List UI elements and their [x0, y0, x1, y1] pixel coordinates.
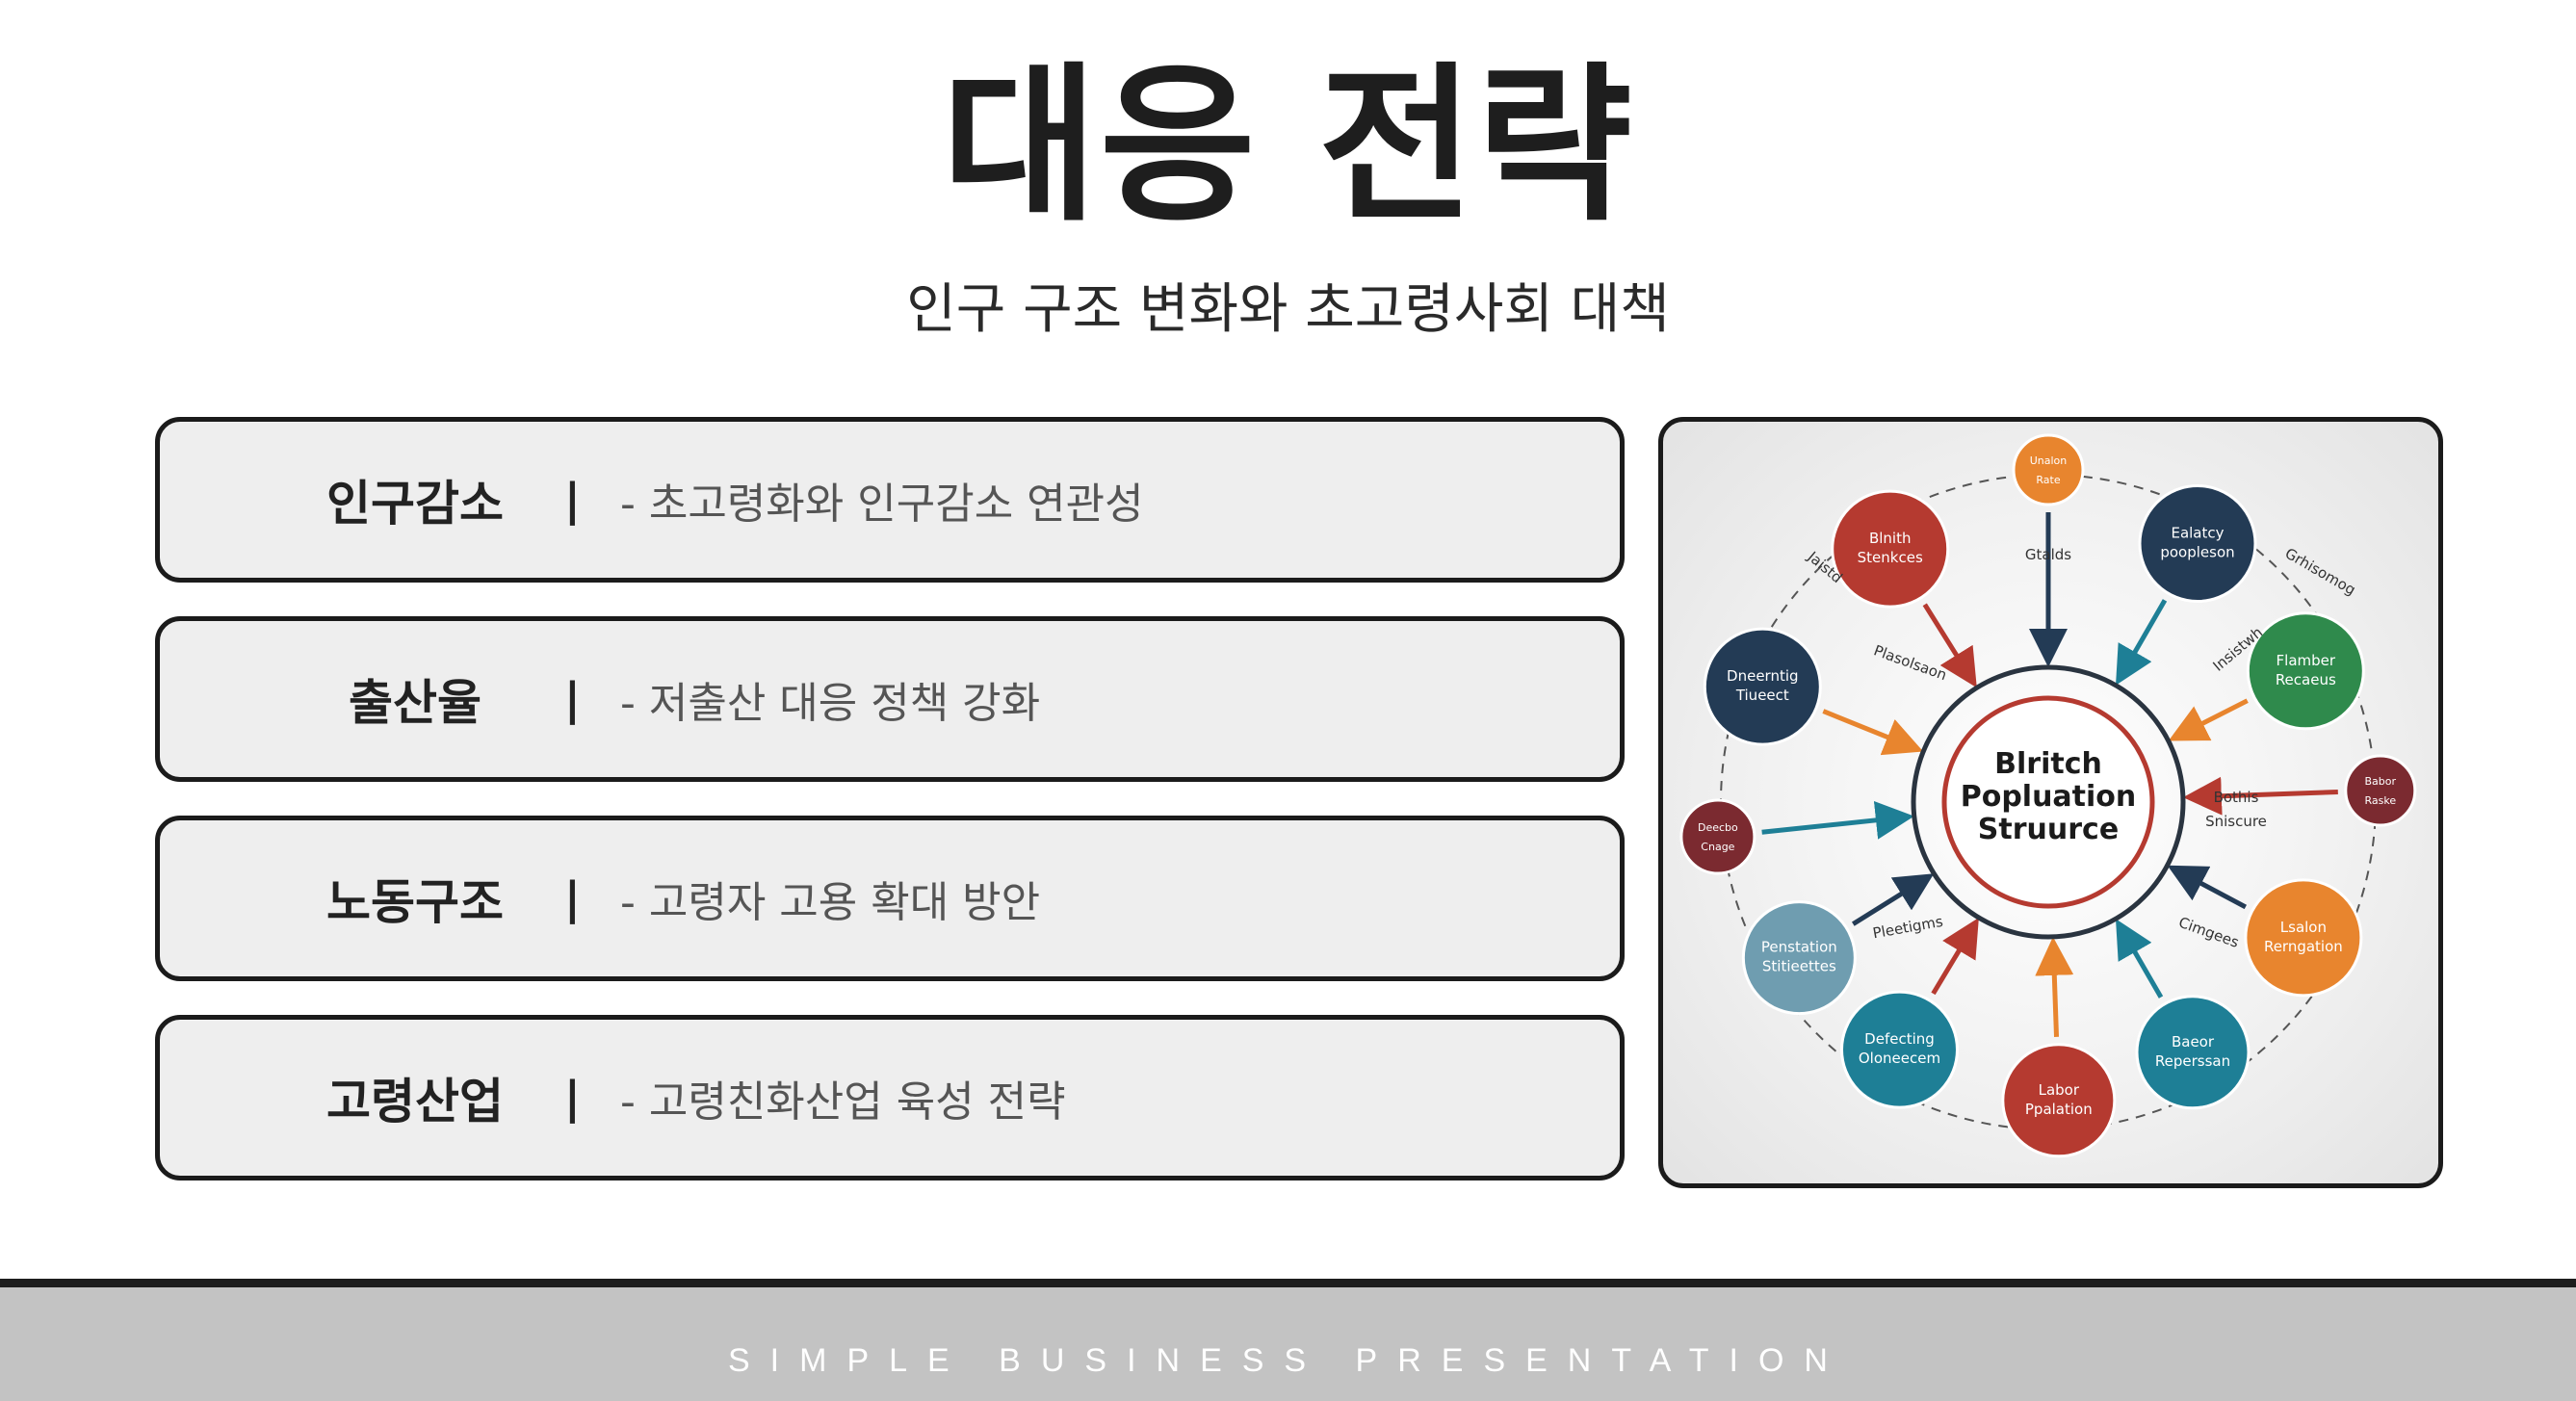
diagram-node	[1831, 489, 1950, 609]
card-separator: |	[564, 872, 581, 924]
diagram-node-label: Labor	[2039, 1081, 2080, 1099]
diagram-node-label: Oloneecem	[1859, 1050, 1940, 1067]
connector-arrow	[2182, 776, 2338, 816]
diagram-node-label: poopleson	[2160, 544, 2234, 561]
connector-arrow	[2168, 698, 2249, 741]
strategy-card-birth-rate: 출산율 | - 저출산 대응 정책 강화	[155, 616, 1625, 782]
diagram-node-label: Deecbo	[1698, 821, 1738, 834]
diagram-small-label: Grhisomog	[2282, 544, 2359, 598]
diagram-node	[1703, 627, 1822, 746]
diagram-node-label: Flamber	[2277, 652, 2336, 669]
diagram-node	[1679, 798, 1756, 875]
card-separator: |	[564, 673, 581, 725]
diagram-small-label: Gtalds	[2025, 546, 2071, 563]
diagram-node-label: Stitieettes	[1762, 958, 1836, 975]
center-outer-ring	[1911, 664, 2186, 940]
card-description: - 고령친화산업 육성 전략	[620, 1077, 1066, 1127]
connector-arrow	[1931, 918, 1979, 996]
connector-arrow	[2167, 865, 2248, 910]
diagram-node-label: Rerngation	[2264, 938, 2343, 955]
diagram-node-label: Penstation	[1761, 939, 1837, 956]
diagram-node-label: Unalon	[2030, 454, 2068, 467]
diagram-node	[1741, 900, 1857, 1016]
diagram-node-label: Raske	[2364, 794, 2396, 807]
diagram-small-label: Plasolsaon	[1871, 641, 1949, 684]
diagram-node	[2135, 995, 2251, 1110]
diagram-node	[2344, 754, 2417, 827]
diagram-node-label: Stenkces	[1858, 549, 1923, 566]
diagram-node	[1839, 990, 1959, 1109]
strategy-card-labor-structure: 노동구조 | - 고령자 고용 확대 방안	[155, 816, 1625, 981]
footer-divider	[0, 1279, 2576, 1287]
diagram-node-label: Lsalon	[2280, 919, 2327, 936]
center-inner-ring	[1941, 695, 2155, 909]
card-description: - 초고령화와 인구감소 연관성	[620, 480, 1144, 529]
diagram-node-label: Babor	[2365, 775, 2397, 788]
page-subtitle: 인구 구조 변화와 초고령사회 대책	[906, 278, 1670, 341]
diagram-node	[2244, 878, 2363, 998]
connector-arrow	[2035, 936, 2074, 1037]
diagram-node-label: Cnage	[1701, 841, 1734, 853]
diagram-node-label: Blnith	[1869, 530, 1912, 547]
diagram-node	[2138, 484, 2257, 604]
card-label: 인구감소	[326, 476, 504, 532]
center-title: Blritch	[1994, 747, 2102, 781]
diagram-node	[2012, 433, 2085, 506]
diagram-node	[2001, 1043, 2117, 1158]
connector-arrow	[1851, 873, 1935, 926]
card-description: - 고령자 고용 확대 방안	[620, 878, 1041, 927]
card-label: 노동구조	[326, 874, 504, 930]
diagram-node-label: Dneerntig	[1727, 667, 1799, 685]
diagram-node	[2246, 611, 2365, 731]
diagram-node-label: Rate	[2036, 474, 2060, 486]
connector-arrow	[2116, 919, 2164, 999]
diagram-node-label: Ppalation	[2025, 1101, 2093, 1118]
card-separator: |	[564, 474, 581, 526]
diagram-node-label: Baeor	[2172, 1033, 2215, 1051]
card-label: 고령산업	[326, 1074, 504, 1129]
diagram-small-label: Pleetigms	[1871, 913, 1944, 943]
connector-arrow	[1822, 709, 1924, 756]
footer-bar	[0, 1287, 2576, 1401]
diagram-node-label: Ealatcy	[2171, 525, 2224, 542]
diagram-small-label: Sniscure	[2205, 813, 2267, 830]
diagram-node-label: Tiueect	[1735, 687, 1789, 704]
page-title: 대응 전략	[942, 47, 1634, 245]
card-separator: |	[564, 1072, 581, 1124]
diagram-node-label: Defecting	[1864, 1030, 1935, 1048]
strategy-card-population-decline: 인구감소 | - 초고령화와 인구감소 연관성	[155, 417, 1625, 583]
strategy-card-senior-industry: 고령산업 | - 고령친화산업 육성 전략	[155, 1015, 1625, 1180]
diagram-small-label: Bothis	[2214, 789, 2259, 806]
diagram-node-label: Recaeus	[2276, 671, 2336, 688]
card-description: - 저출산 대응 정책 강화	[620, 679, 1041, 728]
diagram-node-label: Reperssan	[2155, 1052, 2230, 1070]
footer-text: SIMPLE BUSINESS PRESENTATION	[728, 1342, 1848, 1379]
connector-arrow	[2115, 599, 2168, 686]
center-title: Popluation	[1961, 780, 2137, 814]
card-label: 출산율	[349, 675, 481, 731]
connector-arrow	[1761, 800, 1914, 840]
connector-arrow	[1922, 603, 1977, 688]
diagram-small-label: Cimgees	[2176, 914, 2241, 951]
center-title: Struurce	[1978, 813, 2119, 846]
